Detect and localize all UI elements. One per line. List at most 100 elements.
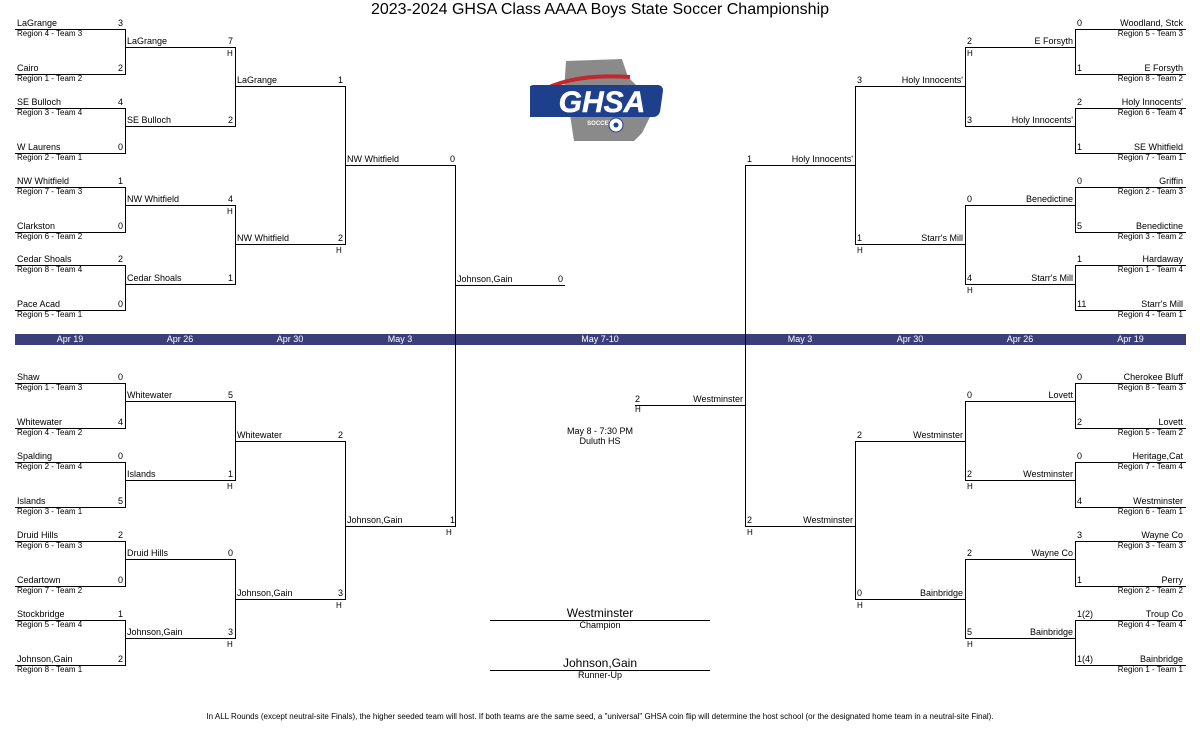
team-name: Lovett <box>1048 390 1073 400</box>
team-seed: Region 7 - Team 2 <box>17 586 83 595</box>
round-date-label: Apr 30 <box>896 334 924 344</box>
bracket-line <box>1075 620 1186 621</box>
team-seed: Region 1 - Team 4 <box>1117 265 1183 274</box>
round-date-label: Apr 19 <box>1117 334 1144 344</box>
bracket-line <box>15 29 125 30</box>
bracket-line <box>1075 108 1186 109</box>
team-name: Westminster <box>803 515 853 525</box>
team-score: 1 <box>227 469 233 479</box>
home-marker: H <box>227 49 233 58</box>
bracket-line <box>1075 428 1186 429</box>
bracket-line <box>855 244 965 245</box>
home-marker: H <box>336 246 342 255</box>
team-score: 2 <box>1077 97 1083 107</box>
bracket-line <box>235 599 345 600</box>
bracket-line <box>125 480 235 481</box>
team-score: 4 <box>967 273 973 283</box>
bracket-connector <box>965 47 966 127</box>
team-name: Johnson,Gain <box>347 515 403 525</box>
team-name: Heritage,Cat <box>1132 451 1183 461</box>
bracket-connector <box>125 265 126 311</box>
team-name: Starr's Mill <box>1141 299 1183 309</box>
team-seed: Region 4 - Team 4 <box>1117 620 1183 629</box>
team-name: Woodland, Stck <box>1120 18 1183 28</box>
team-score: 0 <box>117 299 123 309</box>
team-score: 0 <box>117 221 123 231</box>
home-marker: H <box>967 640 973 649</box>
final-date-time: May 8 - 7:30 PM <box>566 426 634 436</box>
team-seed: Region 2 - Team 1 <box>17 153 83 162</box>
bracket-line <box>15 586 125 587</box>
team-name: Cedar Shoals <box>17 254 72 264</box>
team-score: 4 <box>117 97 123 107</box>
bracket-connector <box>125 383 126 429</box>
bracket-connector <box>345 441 346 600</box>
team-name: Johnson,Gain <box>17 654 73 664</box>
team-score: 3 <box>117 18 123 28</box>
team-name: Bainbridge <box>1139 654 1183 664</box>
team-score: 0 <box>1077 18 1083 28</box>
bracket-line <box>1075 187 1186 188</box>
team-seed: Region 8 - Team 3 <box>1117 383 1183 392</box>
team-score: 2 <box>857 430 863 440</box>
team-seed: Region 3 - Team 2 <box>1117 232 1183 241</box>
team-score: 2 <box>747 515 753 525</box>
bracket-connector <box>125 29 126 75</box>
bracket-line <box>15 153 125 154</box>
team-name: Stockbridge <box>17 609 65 619</box>
bracket-line <box>345 526 455 527</box>
bracket-line <box>15 383 125 384</box>
bracket-connector <box>1075 541 1076 587</box>
team-seed: Region 4 - Team 1 <box>1117 310 1183 319</box>
team-score: 1 <box>1077 142 1083 152</box>
home-marker: H <box>227 482 233 491</box>
team-name: NW Whitfield <box>17 176 70 186</box>
team-name: LaGrange <box>17 18 58 28</box>
bracket-line <box>455 285 565 286</box>
bracket-line <box>1075 462 1186 463</box>
team-name: Wayne Co <box>1141 530 1183 540</box>
team-score: 0 <box>449 154 455 164</box>
team-name: NW Whitfield <box>347 154 400 164</box>
bracket-line <box>1075 265 1186 266</box>
page-title: 2023-2024 GHSA Class AAAA Boys State Soc… <box>370 1 830 18</box>
bracket-line <box>15 462 125 463</box>
bracket-line <box>15 232 125 233</box>
team-score: 0 <box>1077 451 1083 461</box>
team-name: Cairo <box>17 63 39 73</box>
bracket-connector <box>125 187 126 233</box>
bracket-line <box>345 165 455 166</box>
team-name: Whitewater <box>237 430 283 440</box>
bracket-line <box>490 620 710 621</box>
team-score: 4 <box>227 194 233 204</box>
bracket-line <box>235 441 345 442</box>
team-name: Perry <box>1161 575 1183 585</box>
team-name: Johnson,Gain <box>237 588 293 598</box>
team-name: Bainbridge <box>919 588 963 598</box>
bracket-line <box>1075 383 1186 384</box>
bracket-connector <box>1075 620 1076 666</box>
team-score: 5 <box>967 627 973 637</box>
runner-up-name: Johnson,Gain <box>562 656 638 670</box>
team-name: Benedictine <box>1025 194 1073 204</box>
bracket-line <box>1075 310 1186 311</box>
bracket-connector <box>125 541 126 587</box>
bracket-line <box>15 310 125 311</box>
bracket-line <box>965 401 1075 402</box>
finalist-score: 2 <box>635 394 641 404</box>
round-date-label: Apr 19 <box>56 334 84 344</box>
team-name: Griffin <box>1159 176 1183 186</box>
team-name: Clarkston <box>17 221 56 231</box>
team-score: 0 <box>857 588 863 598</box>
team-seed: Region 7 - Team 1 <box>1117 153 1183 162</box>
team-score: 0 <box>967 390 973 400</box>
team-seed: Region 3 - Team 3 <box>1117 541 1183 550</box>
home-marker: H <box>336 601 342 610</box>
team-score: 2 <box>967 36 973 46</box>
logo-subtext: SOCCER <box>587 121 613 127</box>
team-name: Hardaway <box>1142 254 1183 264</box>
team-name: Wayne Co <box>1031 548 1073 558</box>
team-name: Holy Innocents' <box>901 75 963 85</box>
team-score: 0 <box>1077 372 1083 382</box>
round-date-label: May 3 <box>387 334 413 344</box>
